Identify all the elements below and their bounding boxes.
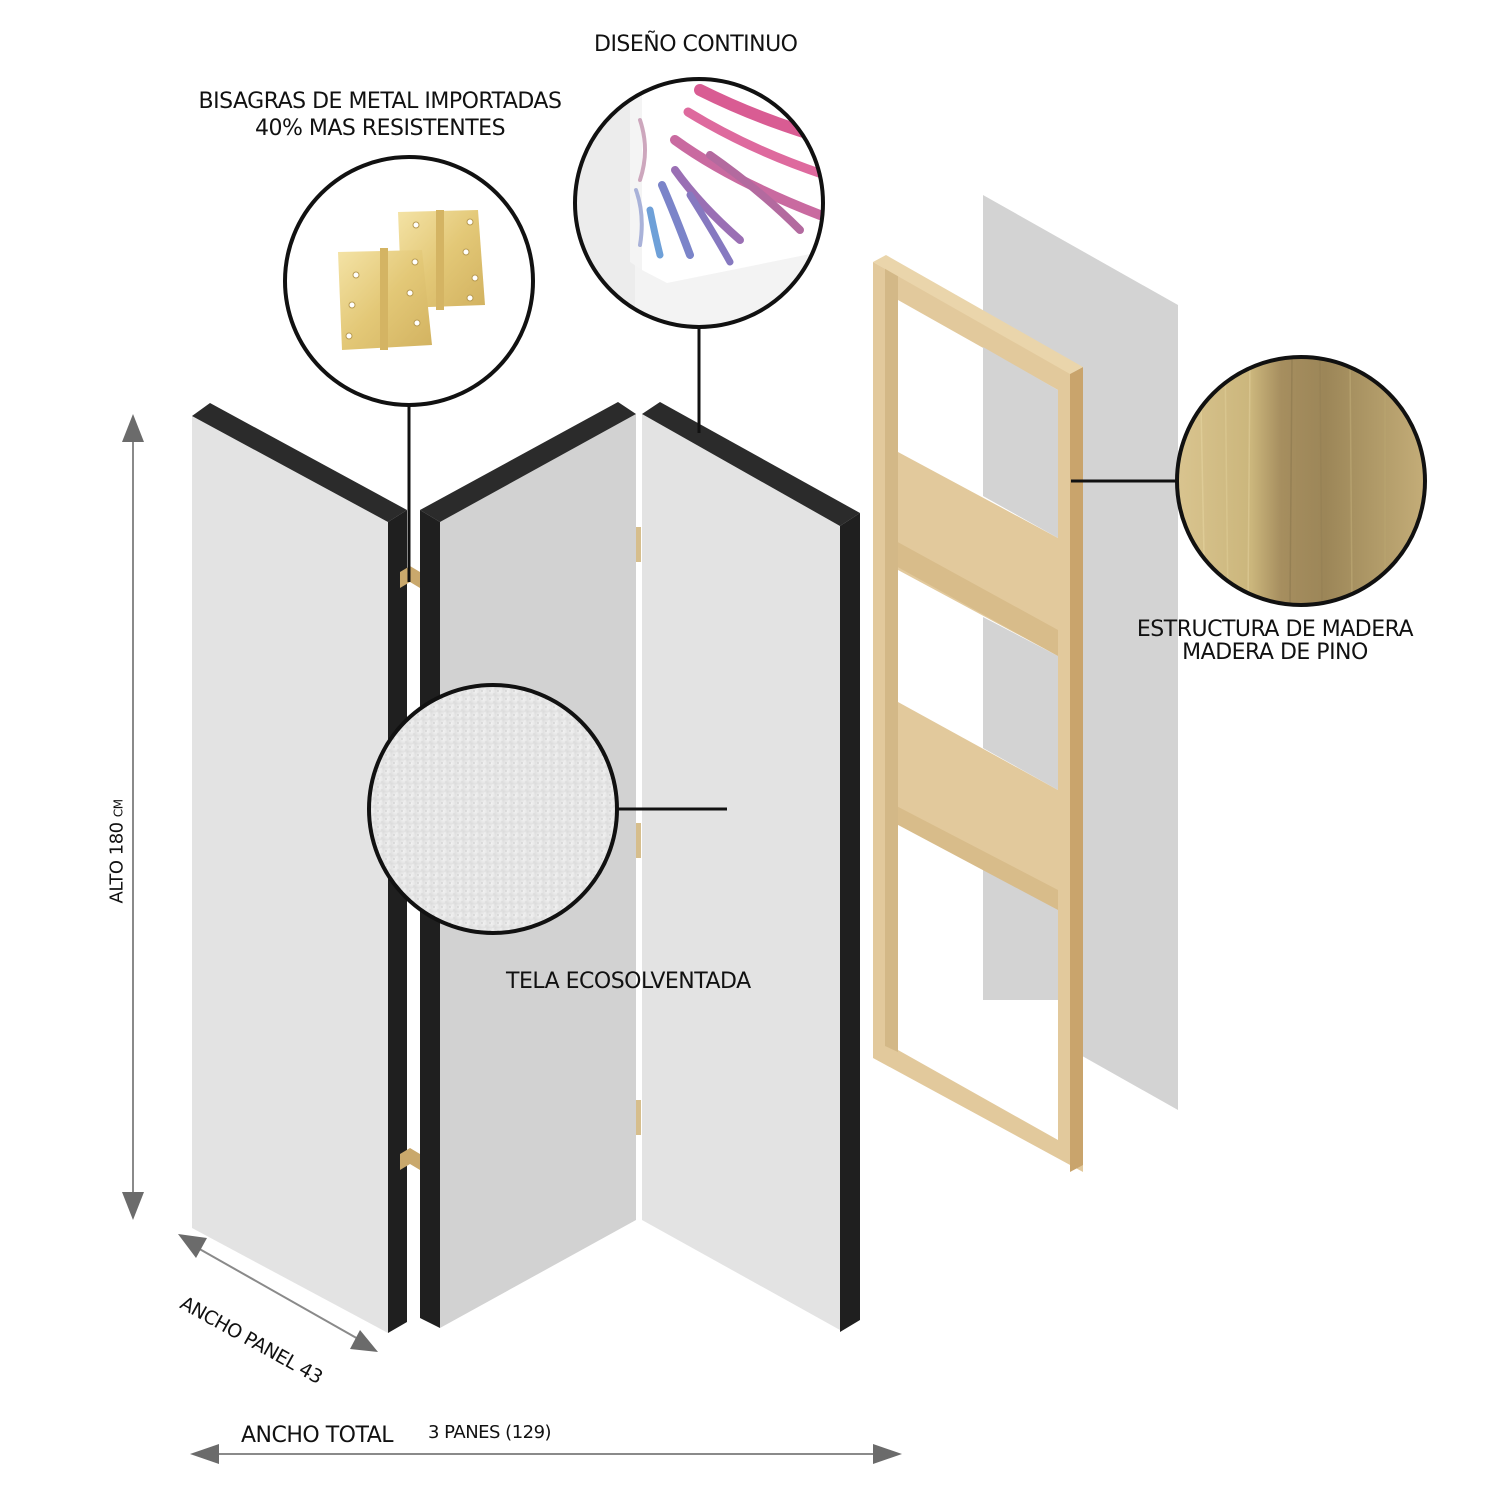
pine-wood-texture-icon (1175, 355, 1427, 607)
label-bisagras-line2: 40% MAS RESISTENTES (254, 116, 506, 142)
panel-width-dimension-arrow (178, 1234, 378, 1352)
label-alto-unit: CM (111, 799, 126, 818)
label-ancho-total: ANCHO TOTAL (241, 1423, 394, 1448)
panel-left (192, 403, 407, 1333)
zebra-pattern-canvas-icon (573, 77, 825, 329)
brass-hinges-icon (283, 155, 535, 407)
label-bisagras: BISAGRAS DE METAL IMPORTADAS 40% MAS RES… (178, 90, 582, 140)
wooden-frame (873, 255, 1083, 1172)
label-tela-ecosolventada: TELA ECOSOLVENTADA (506, 969, 751, 994)
label-estructura-line1: ESTRUCTURA DE MADERA (1136, 617, 1414, 642)
label-ancho-total-detail: 3 PANES (129) (428, 1422, 552, 1443)
panel-right (642, 402, 860, 1332)
label-bisagras-line1: BISAGRAS DE METAL IMPORTADAS (198, 89, 562, 114)
label-alto-value: ALTO 180 (106, 822, 128, 904)
fabric-texture-icon (367, 683, 619, 935)
label-estructura-line2: MADERA DE PINO (1182, 640, 1368, 666)
height-dimension-arrow (122, 414, 144, 1220)
label-diseno-continuo: DISEÑO CONTINUO (594, 32, 798, 57)
label-estructura: ESTRUCTURA DE MADERA MADERA DE PINO (1122, 618, 1428, 664)
label-alto: ALTO 180 CM (106, 791, 128, 911)
total-width-dimension-arrow (190, 1444, 902, 1464)
